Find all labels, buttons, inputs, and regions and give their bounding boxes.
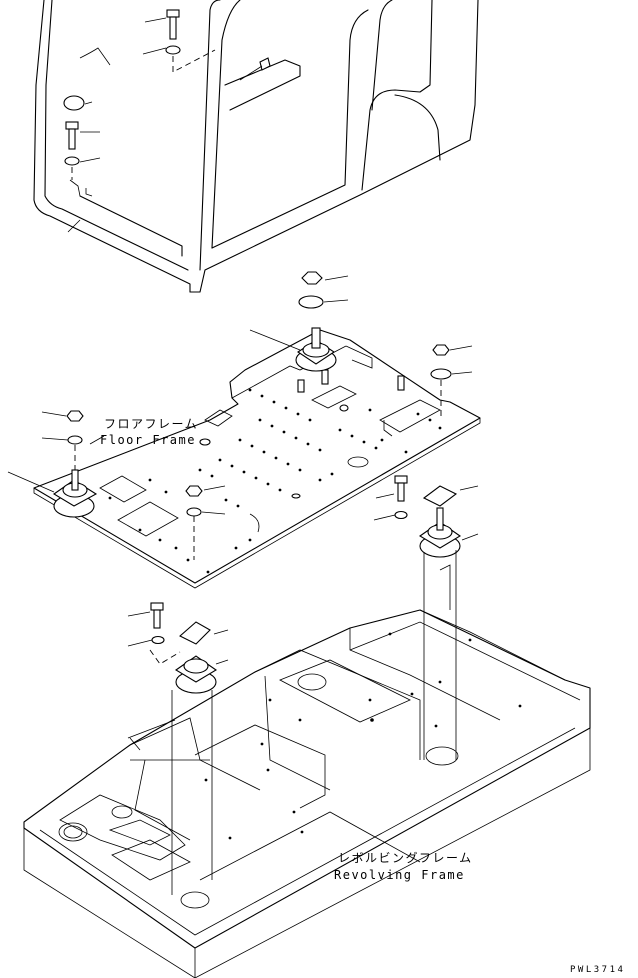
floor-mount-center <box>295 327 337 372</box>
front-washer <box>186 507 202 517</box>
center-nut <box>301 271 323 285</box>
mount-parts-right <box>373 475 479 760</box>
revolving-frame-label: レボルビングフレーム Revolving Frame <box>334 851 473 882</box>
left-nut <box>66 410 84 422</box>
cab-washer-lower <box>64 156 80 166</box>
right-mount <box>418 507 462 558</box>
right-bolt <box>394 475 408 502</box>
rear-nut <box>432 344 450 356</box>
cab-assembly <box>33 0 479 293</box>
left-lower-mount <box>174 655 218 694</box>
revolving-frame-holes <box>204 632 522 840</box>
cab-washer-upper <box>165 45 181 55</box>
right-lock-washer <box>394 510 408 520</box>
floor-mount-left <box>52 469 98 518</box>
revolving-frame-label-en: Revolving Frame <box>334 868 465 882</box>
revolving-frame-label-jp: レボルビングフレーム <box>338 851 473 865</box>
mount-parts-left <box>127 602 229 895</box>
floor-frame-assembly <box>7 271 481 589</box>
floor-frame-label: フロアフレーム Floor Frame <box>100 417 198 447</box>
left-lower-washer <box>151 635 165 645</box>
cab-cap <box>63 95 85 111</box>
left-lower-bolt <box>150 602 164 629</box>
center-washer <box>298 295 324 309</box>
floor-frame-holes <box>108 388 442 574</box>
left-washer <box>67 435 83 445</box>
rear-washer <box>430 368 452 380</box>
revolving-frame-assembly <box>23 564 591 978</box>
cab-bolt-lower <box>65 121 79 150</box>
drawing-code: PWL3714 <box>570 965 625 975</box>
cab-bolt-upper <box>166 9 180 40</box>
front-nut <box>185 485 203 497</box>
floor-frame-label-jp: フロアフレーム <box>104 417 198 431</box>
floor-frame-label-en: Floor Frame <box>100 433 196 447</box>
